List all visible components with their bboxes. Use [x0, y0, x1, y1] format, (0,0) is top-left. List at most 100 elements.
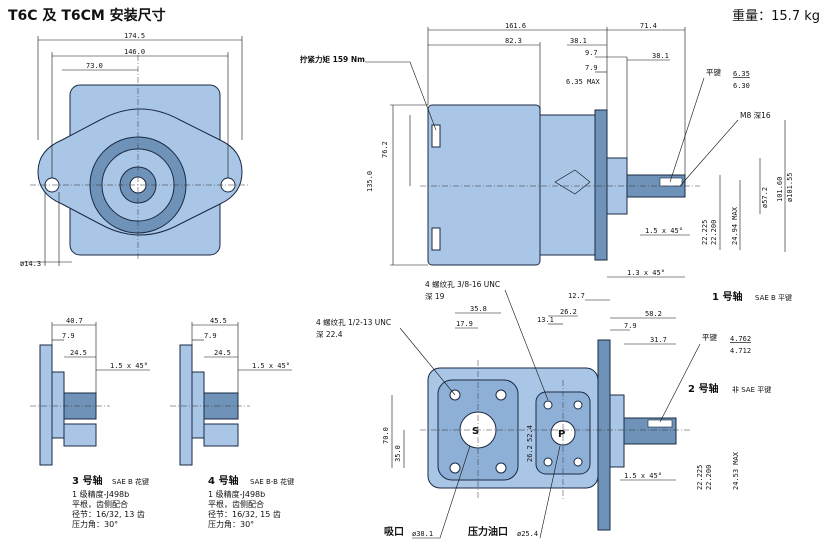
- shaft3-note: 平根，齿侧配合: [72, 500, 128, 509]
- port-dim-b: 17.9: [456, 320, 473, 328]
- shaft4-notes: 1 级精度-J498b 平根，齿侧配合 径节：16/32, 15 齿 压力角：3…: [208, 490, 281, 530]
- shaft4-flange: [179, 344, 193, 466]
- port-dim-i: 70.0: [382, 427, 390, 444]
- port-dim-d: 26.2: [560, 308, 577, 316]
- shaft3-dim-chamfer: 1.5 x 45°: [110, 362, 148, 370]
- side-dim-shaft-dia-b: 22.200: [710, 220, 718, 245]
- shaft4-shaft: [203, 392, 239, 420]
- port-key: [647, 419, 673, 428]
- port-dim-l: 26.2: [526, 445, 534, 462]
- side-rear-housing: [427, 104, 541, 266]
- port-flange: [597, 339, 611, 531]
- side-dim-flange-dia-a: 101.60: [776, 177, 784, 202]
- side-dim-overall: 161.6: [505, 22, 526, 30]
- side-mounting-flange: [594, 109, 608, 261]
- port-hole-left-depth: 深 22.4: [316, 330, 343, 339]
- port-dim-shaft-b: 22.200: [705, 465, 713, 490]
- side-bolt-bottom: [431, 227, 441, 251]
- side-dim-height: 135.0: [366, 171, 374, 192]
- side-view: 161.6 82.3 38.1 71.4 9.7 7.9 6.35 MAX 38…: [300, 22, 794, 303]
- port-hole-top-label: 4 螺纹孔 3/8-16 UNC: [425, 279, 500, 289]
- port-pilot: [609, 394, 625, 468]
- port-dim-k: 52.4: [526, 425, 534, 442]
- side-dim-chamfer-b: 1.3 x 45°: [627, 269, 665, 277]
- shaft3-title: 3 号轴: [72, 474, 102, 487]
- side-bolt-top: [431, 124, 441, 148]
- side-housing-detail: [554, 169, 591, 195]
- shaft4-dim-spline: 24.5: [214, 349, 231, 357]
- suction-port-mark: S: [472, 426, 479, 437]
- port-dim-e: 12.7: [568, 292, 585, 300]
- side-dim-pilot: ø57.2: [761, 187, 769, 208]
- port-key-label: 平键: [702, 332, 717, 342]
- front-dim-hole-dia: ø14.3: [20, 260, 41, 268]
- front-dim-half: 73.0: [86, 62, 103, 70]
- side-key-top: 6.35: [733, 70, 750, 78]
- port-dim-h: 31.7: [650, 336, 667, 344]
- front-view: 174.5 146.0 73.0 ø14.3: [20, 32, 250, 268]
- shaft1-sub: SAE B 平键: [755, 293, 792, 302]
- suction-label: 吸口: [384, 526, 404, 538]
- shaft4-pilot: [191, 371, 205, 439]
- port-dim-shaft-a: 22.225: [696, 465, 704, 490]
- shaft2-title: 2 号轴: [688, 382, 718, 395]
- shaft3-notes: 1 级精度-J498b 平根，齿侧配合 径节：16/32, 13 齿 压力角：3…: [72, 490, 145, 530]
- port-key-top: 4.762: [730, 335, 751, 343]
- side-thread-label: M8 深16: [740, 111, 771, 120]
- side-dim-shaft-extent: 71.4: [640, 22, 657, 30]
- shaft3-dim-length: 40.7: [66, 317, 83, 325]
- shaft3-spline: [63, 423, 97, 447]
- side-dim-key-pos: 38.1: [652, 52, 669, 60]
- side-dim-shaft-dia-a: 22.225: [701, 220, 709, 245]
- port-key-bottom: 4.712: [730, 347, 751, 355]
- side-key-label: 平键: [706, 67, 721, 77]
- shaft4-note: 平根，齿侧配合: [208, 500, 264, 509]
- shaft4-spline: [203, 423, 239, 447]
- side-cartridge-housing: [539, 114, 596, 256]
- pressure-label: 压力油口: [468, 525, 508, 538]
- shaft1-title: 1 号轴: [712, 290, 742, 303]
- shaft4-dim-length: 45.5: [210, 317, 227, 325]
- shaft3-note: 1 级精度-J498b: [72, 490, 130, 499]
- port-dim-chamfer: 1.5 x 45°: [624, 472, 662, 480]
- port-hole-top-depth: 深 19: [425, 292, 445, 301]
- port-dim-j: 35.0: [394, 445, 402, 462]
- side-dim-rear: 82.3: [505, 37, 522, 45]
- weight-label: 重量：15.7 kg: [732, 9, 820, 24]
- shaft4-note: 1 级精度-J498b: [208, 490, 266, 499]
- suction-dia: ø38.1: [412, 530, 433, 538]
- pressure-dia: ø25.4: [517, 530, 538, 538]
- side-dim-key-max: 24.94 MAX: [731, 206, 739, 245]
- front-dim-width: 174.5: [124, 32, 145, 40]
- side-dim-flange-dia-b: ø101.55: [786, 172, 794, 202]
- shaft2-sub: 非 SAE 平键: [732, 385, 771, 394]
- shaft4-title: 4 号轴: [208, 474, 238, 487]
- shaft4-dim-pilot: 7.9: [204, 332, 217, 340]
- port-dim-c: 13.1: [537, 316, 554, 324]
- shaft4-sub: SAE B-B 花键: [250, 477, 294, 486]
- side-dim-flange-a: 9.7: [585, 49, 598, 57]
- shaft3-view: 40.7 7.9 24.5 1.5 x 45° 3 号轴 SAE B 花键: [30, 317, 150, 487]
- shaft3-dim-spline: 24.5: [70, 349, 87, 357]
- front-dim-bolt-span: 146.0: [124, 48, 145, 56]
- shaft3-dim-pilot: 7.9: [62, 332, 75, 340]
- shaft3-note: 径节：16/32, 13 齿: [72, 510, 145, 519]
- page-title: T6C 及 T6CM 安装尺寸: [8, 8, 166, 24]
- port-view: S P 4 螺纹孔 3/8-16 UNC 深 19 4 螺纹孔 1/2-13 U…: [316, 279, 771, 539]
- shaft4-note: 压力角：30°: [208, 520, 255, 529]
- pressure-port-mark: P: [558, 429, 565, 440]
- port-dim-g: 7.9: [624, 322, 637, 330]
- shaft3-flange: [39, 344, 53, 466]
- shaft3-sub: SAE B 花键: [112, 477, 149, 486]
- shaft3-pilot: [51, 371, 65, 439]
- port-hole-left-label: 4 螺纹孔 1/2-13 UNC: [316, 317, 391, 327]
- port-dim-key-max: 24.53 MAX: [732, 451, 740, 490]
- shaft4-view: 45.5 7.9 24.5 1.5 x 45° 4 号轴 SAE B-B 花键: [170, 317, 294, 487]
- side-dim-flange-b: 7.9: [585, 64, 598, 72]
- side-key-bottom: 6.30: [733, 82, 750, 90]
- port-dim-f: 58.2: [645, 310, 662, 318]
- shaft4-dim-chamfer: 1.5 x 45°: [252, 362, 290, 370]
- side-torque-label: 拧紧力矩 159 Nm: [300, 54, 365, 64]
- side-dim-center-height: 76.2: [381, 141, 389, 158]
